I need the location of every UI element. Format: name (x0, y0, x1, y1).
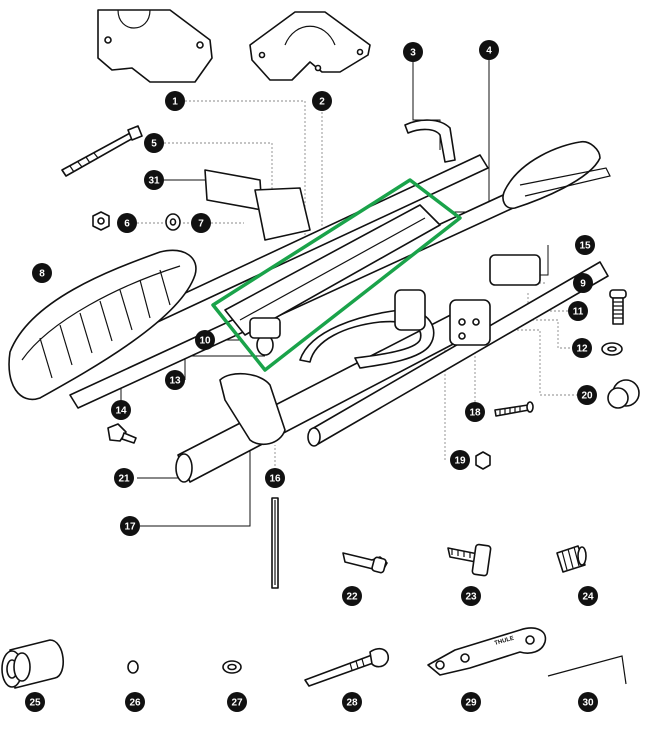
callout-9: 9 (573, 273, 593, 293)
svg-text:7: 7 (198, 219, 204, 230)
svg-text:13: 13 (169, 376, 181, 387)
nut-19 (475, 451, 491, 470)
screw-18 (494, 401, 534, 417)
callout-21: 21 (114, 468, 134, 488)
callout-3: 3 (403, 42, 423, 62)
thule-logo: THULE (494, 636, 515, 647)
svg-text:29: 29 (465, 698, 477, 709)
callout-20: 20 (577, 385, 597, 405)
callout-12: 12 (572, 338, 592, 358)
leader-lines (137, 100, 582, 478)
top-right-bracket (249, 11, 371, 81)
svg-text:23: 23 (465, 592, 477, 603)
callout-10: 10 (195, 330, 215, 350)
svg-text:30: 30 (582, 698, 594, 709)
callout-27: 27 (227, 692, 247, 712)
callout-1: 1 (165, 91, 185, 111)
pin-28 (304, 648, 390, 687)
svg-text:26: 26 (129, 698, 141, 709)
svg-text:9: 9 (580, 279, 586, 290)
svg-text:31: 31 (148, 176, 160, 187)
svg-text:25: 25 (29, 698, 41, 709)
top-left-bracket (97, 9, 213, 83)
callout-13: 13 (165, 370, 185, 390)
bolt-5 (61, 125, 143, 177)
svg-text:14: 14 (115, 406, 127, 417)
callout-29: 29 (461, 692, 481, 712)
svg-text:20: 20 (581, 391, 593, 402)
hex-key-30 (547, 655, 627, 685)
callout-6: 6 (117, 213, 137, 233)
highlight-box (211, 178, 462, 372)
callout-24: 24 (578, 586, 598, 606)
callout-group: 1 2 3 4 5 6 7 8 9 10 11 12 13 14 15 16 1… (25, 40, 598, 712)
svg-text:5: 5 (151, 139, 157, 150)
callout-19: 19 (450, 450, 470, 470)
svg-text:4: 4 (486, 46, 492, 57)
svg-text:12: 12 (576, 344, 588, 355)
svg-text:8: 8 (39, 269, 45, 280)
strap-16 (271, 497, 279, 589)
callout-18: 18 (465, 402, 485, 422)
svg-text:21: 21 (118, 474, 130, 485)
wrench-29: THULE (427, 627, 547, 676)
callout-31: 31 (144, 170, 164, 190)
svg-text:11: 11 (573, 307, 584, 318)
bolt-14 (107, 423, 137, 444)
rack-assembly (8, 119, 611, 483)
lock-housing-25 (1, 639, 64, 689)
callout-25: 25 (25, 692, 45, 712)
cap-20 (607, 379, 640, 409)
svg-text:24: 24 (582, 592, 594, 603)
svg-text:27: 27 (231, 698, 243, 709)
svg-text:18: 18 (469, 408, 481, 419)
callout-16: 16 (265, 468, 285, 488)
lock-cylinder-24 (556, 545, 587, 573)
callout-2: 2 (312, 91, 332, 111)
callout-8: 8 (32, 263, 52, 283)
callout-17: 17 (120, 516, 140, 536)
svg-text:3: 3 (410, 48, 416, 59)
svg-text:10: 10 (199, 336, 211, 347)
svg-text:15: 15 (579, 241, 591, 252)
key-23 (447, 543, 492, 577)
screw-11 (609, 289, 627, 325)
svg-text:1: 1 (172, 97, 178, 108)
callout-22: 22 (342, 586, 362, 606)
callout-11: 11 (568, 301, 588, 321)
svg-text:17: 17 (124, 522, 136, 533)
callout-30: 30 (578, 692, 598, 712)
svg-text:16: 16 (269, 474, 281, 485)
svg-text:2: 2 (319, 97, 325, 108)
svg-text:22: 22 (346, 592, 358, 603)
callout-15: 15 (575, 235, 595, 255)
callout-26: 26 (125, 692, 145, 712)
svg-text:19: 19 (454, 456, 466, 467)
callout-7: 7 (191, 213, 211, 233)
callout-28: 28 (342, 692, 362, 712)
callout-4: 4 (479, 40, 499, 60)
c-clip-26 (127, 660, 139, 674)
callout-14: 14 (111, 400, 131, 420)
callout-23: 23 (461, 586, 481, 606)
svg-text:6: 6 (124, 219, 130, 230)
svg-text:28: 28 (346, 698, 358, 709)
callout-5: 5 (144, 133, 164, 153)
key-22 (342, 552, 388, 574)
